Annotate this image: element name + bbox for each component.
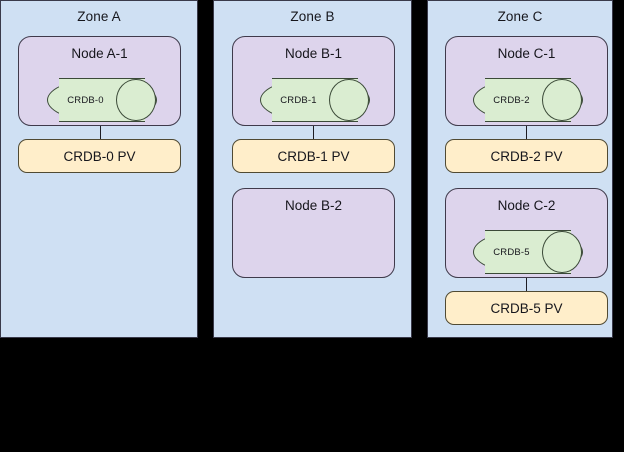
cylinder-end-cap xyxy=(116,79,156,121)
node-title: Node B-1 xyxy=(284,46,343,61)
cylinder-label: CRDB-5 xyxy=(493,246,530,258)
cylinder-end-cap xyxy=(329,79,369,121)
zone-title: Zone B xyxy=(290,9,335,24)
node-title: Node B-2 xyxy=(284,198,343,213)
pv-box-crdb-1-pv[interactable]: CRDB-1 PV xyxy=(232,139,395,173)
cylinder-label: CRDB-2 xyxy=(493,94,530,106)
connector-line xyxy=(526,278,528,291)
database-cylinder-icon-crdb-1[interactable]: CRDB-1 xyxy=(260,78,370,122)
database-cylinder-icon-crdb-2[interactable]: CRDB-2 xyxy=(473,78,583,122)
node-box-node-b-2[interactable]: Node B-2 xyxy=(232,188,395,278)
pv-label: CRDB-1 PV xyxy=(277,148,350,164)
connector-line xyxy=(526,126,528,139)
cylinder-label: CRDB-1 xyxy=(280,94,317,106)
pv-label: CRDB-2 PV xyxy=(490,148,563,164)
node-title: Node C-2 xyxy=(497,198,556,213)
pv-label: CRDB-5 PV xyxy=(490,300,563,316)
connector-line xyxy=(100,126,102,139)
zone-title: Zone C xyxy=(497,9,543,24)
connector-line xyxy=(313,126,315,139)
pv-box-crdb-2-pv[interactable]: CRDB-2 PV xyxy=(445,139,608,173)
zone-title: Zone A xyxy=(77,9,121,24)
cylinder-end-cap xyxy=(542,231,582,273)
pv-box-crdb-5-pv[interactable]: CRDB-5 PV xyxy=(445,291,608,325)
cylinder-label: CRDB-0 xyxy=(67,94,104,106)
pv-box-crdb-0-pv[interactable]: CRDB-0 PV xyxy=(18,139,181,173)
database-cylinder-icon-crdb-0[interactable]: CRDB-0 xyxy=(47,78,157,122)
node-title: Node C-1 xyxy=(497,46,556,61)
node-title: Node A-1 xyxy=(71,46,128,61)
pv-label: CRDB-0 PV xyxy=(63,148,136,164)
cylinder-end-cap xyxy=(542,79,582,121)
database-cylinder-icon-crdb-5[interactable]: CRDB-5 xyxy=(473,230,583,274)
